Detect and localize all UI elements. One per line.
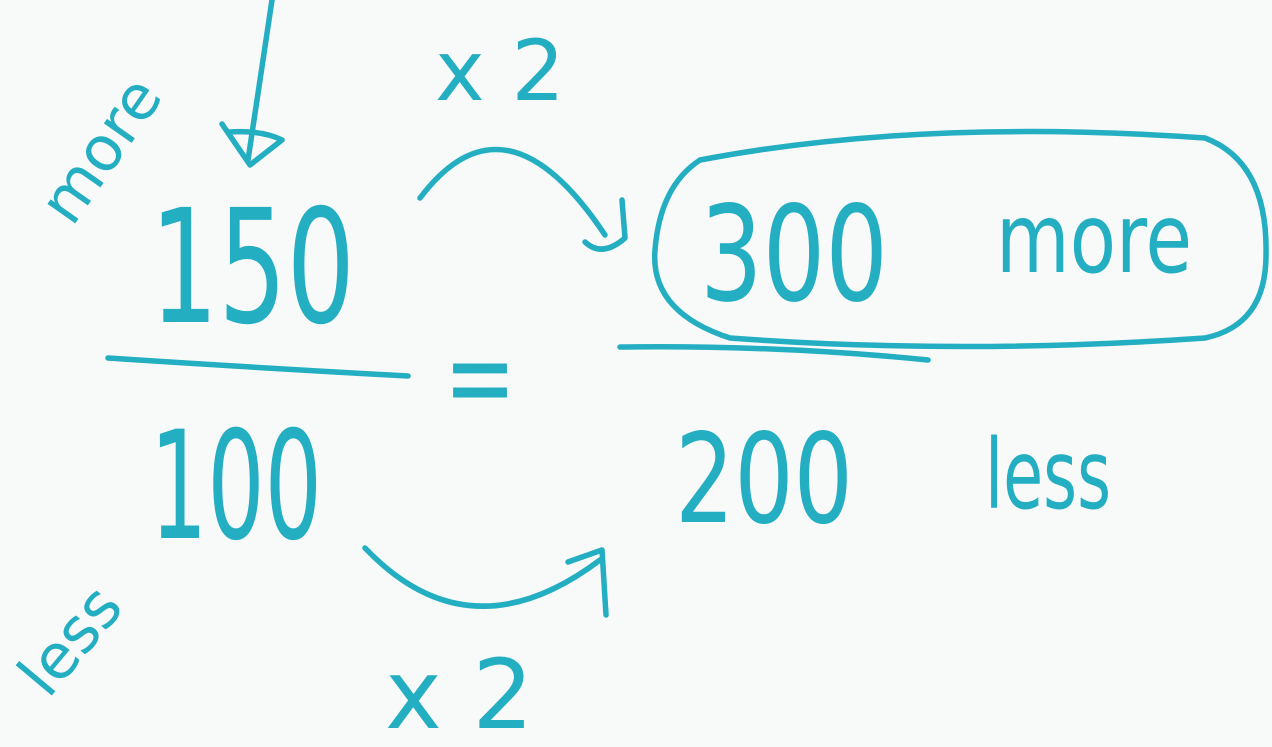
top-multiplier-label: x 2 <box>435 22 565 120</box>
bottom-multiplier-label: x 2 <box>385 639 533 747</box>
right-numerator-label: more <box>996 183 1192 295</box>
left-numerator: 150 <box>150 176 355 360</box>
top-multiplier-arrow <box>417 146 628 252</box>
equals-sign: = <box>444 308 516 447</box>
left-fraction-bar <box>105 355 411 379</box>
left-denominator-label: less <box>4 571 137 710</box>
pointer-arrow <box>219 0 285 168</box>
left-denominator: 100 <box>150 400 322 574</box>
right-fraction-bar <box>617 344 931 363</box>
right-denominator: 200 <box>675 408 853 552</box>
right-numerator: 300 <box>700 178 888 332</box>
right-denominator-label: less <box>985 419 1111 531</box>
circled-highlight <box>652 128 1269 350</box>
bottom-multiplier-arrow <box>362 545 609 618</box>
